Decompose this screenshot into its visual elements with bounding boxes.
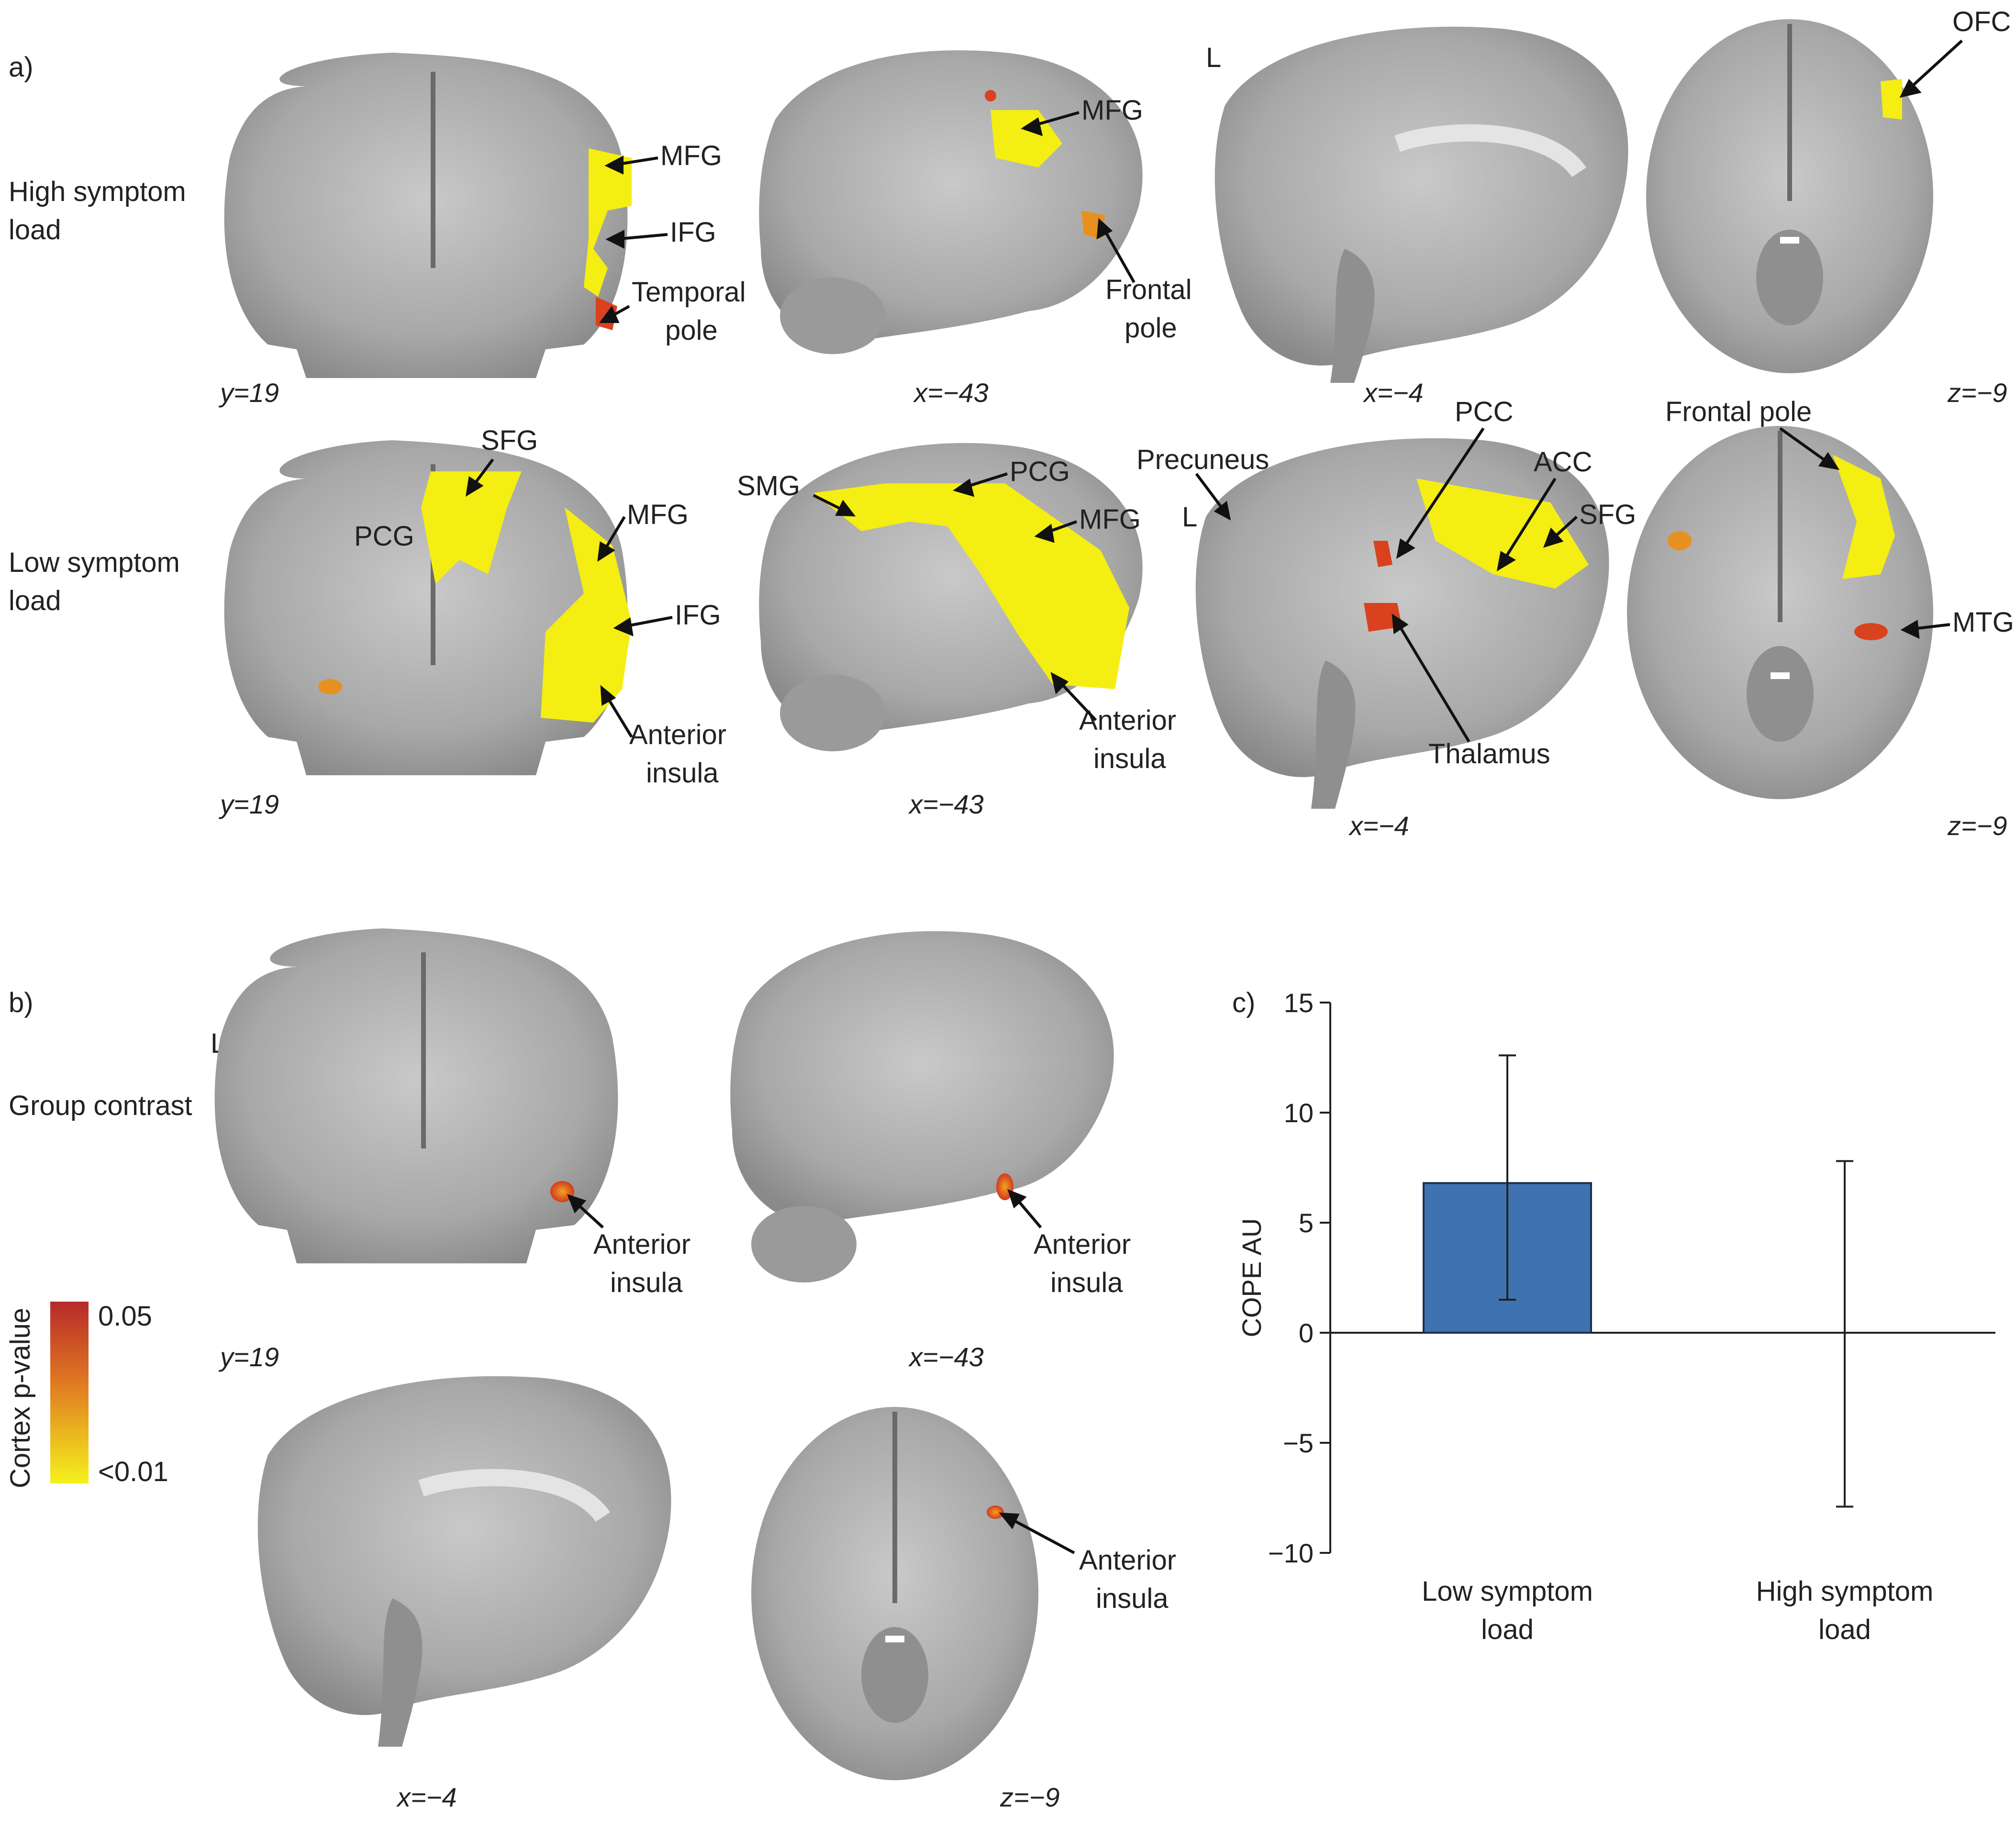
annotation-label: Frontal	[1105, 274, 1192, 305]
brain-sagittal-high-medial	[1214, 26, 1628, 383]
coord-label: y=19	[218, 789, 279, 819]
x-category-label: Low symptom	[1422, 1576, 1593, 1607]
coord-label: x=−43	[913, 378, 989, 408]
coord-label: x=−4	[1362, 378, 1424, 408]
coord-label: x=−43	[908, 1342, 984, 1372]
brain-axial-low	[1627, 426, 1933, 799]
colorbar-top-label: 0.05	[98, 1301, 152, 1332]
annotation-label: SFG	[1579, 499, 1636, 530]
brain-sagittal-low-medial	[1195, 438, 1609, 809]
y-tick-label: −5	[1283, 1428, 1314, 1458]
annotation-label: Frontal pole	[1665, 396, 1812, 427]
y-tick-label: 15	[1284, 988, 1314, 1018]
annotation-label: MFG	[1081, 95, 1143, 126]
annotation-label: insula	[1050, 1267, 1123, 1298]
coord-label: y=19	[218, 378, 279, 408]
annotation-label: Anterior	[1034, 1229, 1131, 1260]
annotation-label: insula	[646, 758, 719, 789]
row-high-label-line2: load	[9, 214, 61, 245]
colorbar-bottom-label: <0.01	[98, 1456, 168, 1487]
brain-medial-contrast	[257, 1376, 671, 1747]
left-hemisphere-marker: L	[1182, 502, 1197, 533]
panel-b-label: b)	[9, 987, 33, 1018]
annotation-label: MTG	[1952, 607, 2014, 638]
annotation-label: OFC	[1952, 6, 2011, 37]
group-contrast-label: Group contrast	[9, 1090, 192, 1121]
annotation-label: IFG	[670, 217, 716, 248]
coord-label: z=−9	[1947, 811, 2007, 841]
brain-coronal-high	[224, 53, 632, 378]
annotation-label: insula	[1093, 743, 1166, 774]
annotation-label: SMG	[737, 470, 800, 502]
brain-coronal-contrast	[214, 928, 618, 1263]
annotation-arrows	[466, 39, 1963, 743]
annotation-label: PCC	[1455, 396, 1513, 427]
x-category-label: load	[1818, 1614, 1871, 1645]
annotation-label: SFG	[481, 425, 538, 456]
brain-sagittal-high-left	[759, 50, 1143, 354]
row-high-label-line1: High symptom	[9, 176, 186, 207]
annotation-label: Thalamus	[1428, 738, 1550, 770]
left-hemisphere-marker: L	[1206, 42, 1221, 73]
annotation-label: insula	[610, 1267, 683, 1298]
brain-axial-contrast	[751, 1407, 1038, 1780]
y-axis-label: COPE AU	[1236, 1218, 1267, 1338]
annotation-label: Temporal	[632, 277, 746, 308]
annotation-label: MFG	[660, 140, 722, 171]
brain-axial-high	[1646, 19, 1933, 373]
x-category-label: load	[1481, 1614, 1534, 1645]
y-tick-label: 0	[1299, 1318, 1314, 1348]
annotation-label: PCG	[1010, 456, 1070, 487]
coord-label: y=19	[218, 1342, 279, 1372]
annotation-label: ACC	[1534, 446, 1592, 478]
coord-label: z=−9	[1000, 1782, 1060, 1812]
annotation-label: Anterior	[629, 719, 726, 750]
coord-label: x=−4	[1348, 811, 1409, 841]
annotation-arrows	[567, 1189, 1075, 1554]
annotation-label: Anterior	[1079, 1545, 1176, 1576]
panel-a-label: a)	[9, 52, 33, 83]
row-low-label-line2: load	[9, 585, 61, 616]
annotation-label: Anterior	[593, 1229, 691, 1260]
annotation-label: PCG	[354, 521, 414, 552]
annotation-label: MFG	[627, 499, 689, 530]
bar-chart: 15 10 5 0 −5 −10 COPE AU Low symptom load High sy…	[1236, 988, 1995, 1645]
colorbar-title: Cortex p-value	[5, 1308, 36, 1488]
x-category-label: High symptom	[1756, 1576, 1934, 1607]
coord-label: x=−43	[908, 789, 984, 819]
annotation-label: MFG	[1079, 504, 1141, 535]
brain-sagittal-contrast	[730, 931, 1114, 1283]
y-tick-label: −10	[1268, 1538, 1314, 1568]
annotation-label: pole	[1125, 312, 1177, 344]
row-low-label-line1: Low symptom	[9, 547, 180, 578]
panel-c-label: c)	[1232, 987, 1255, 1018]
annotation-label: Anterior	[1079, 705, 1176, 736]
y-tick-label: 10	[1284, 1098, 1314, 1128]
annotation-label: pole	[665, 315, 718, 346]
y-tick-label: 5	[1299, 1208, 1314, 1238]
colorbar: 0.05 <0.01 Cortex p-value	[5, 1301, 168, 1488]
coord-label: z=−9	[1947, 378, 2007, 408]
annotation-label: IFG	[675, 600, 721, 631]
annotation-label: insula	[1096, 1583, 1169, 1614]
coord-label: x=−4	[396, 1782, 457, 1812]
brain-coronal-low	[224, 440, 632, 775]
annotation-label: Precuneus	[1136, 444, 1269, 475]
